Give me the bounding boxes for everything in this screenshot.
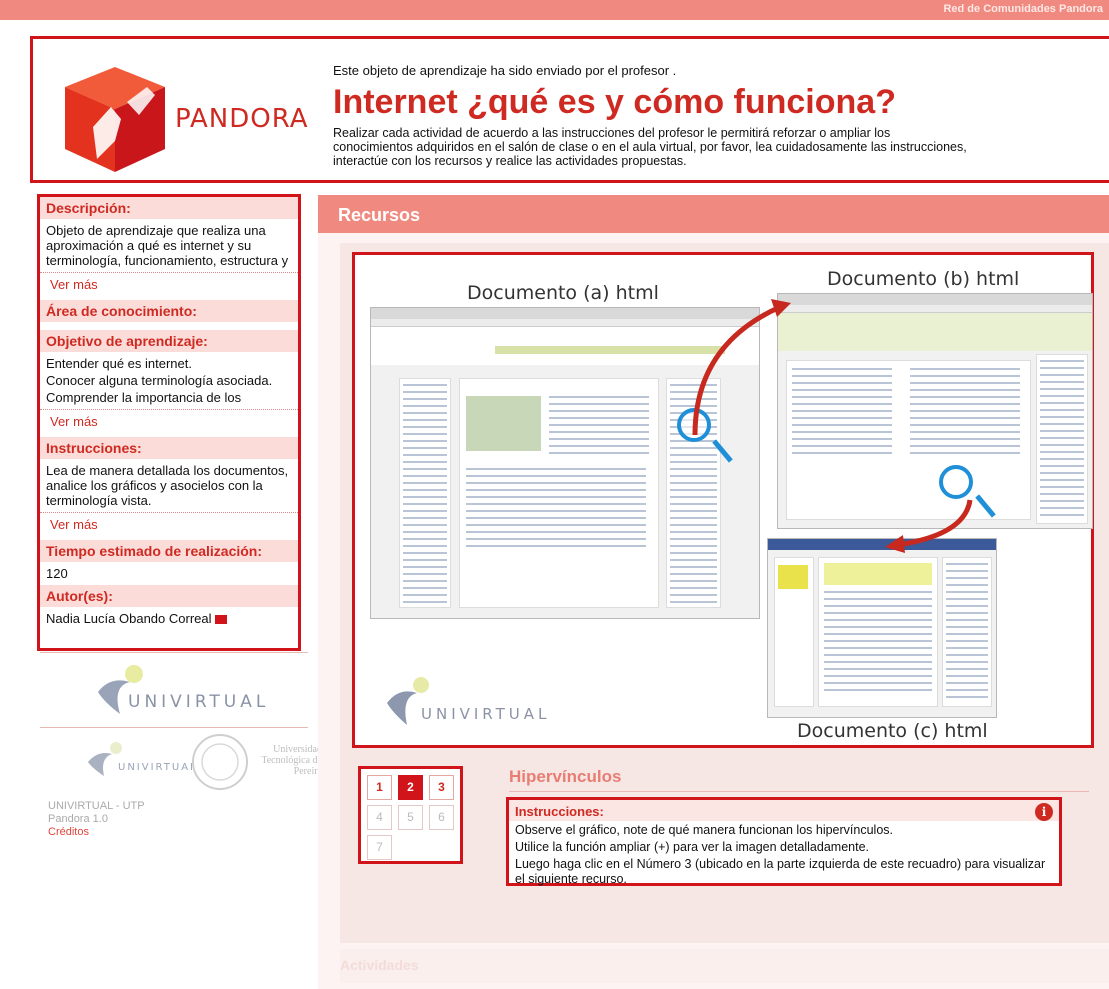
resource-pager: 1 2 3 4 5 6 7 [358,766,463,864]
page-button-2[interactable]: 2 [398,775,423,800]
hipervinculos-title: Hipervínculos [509,767,622,786]
descripcion-text: Objeto de aprendizaje que realiza una ap… [46,223,289,268]
page-button-1[interactable]: 1 [367,775,392,800]
doc-b-screenshot [777,293,1093,529]
top-bar: Red de Comunidades Pandora [0,0,1109,20]
autor-heading: Autor(es): [40,585,298,607]
header: PANDORA Este objeto de aprendizaje ha si… [30,36,1109,183]
instructions-heading: Instrucciones: [509,800,1059,821]
page-title: Internet ¿qué es y cómo funciona? [333,83,896,121]
doc-c-label: Documento (c) html [797,720,988,742]
ver-mas-link-instrucciones[interactable]: Ver más [40,512,298,536]
footer-line-1: UNIVIRTUAL - UTP [48,800,145,812]
pandora-logo-text: PANDORA [175,104,309,134]
divider [40,727,308,728]
objetivo-text-3: Comprender la importancia de los [46,390,242,405]
ver-mas-link-objetivo[interactable]: Ver más [40,409,298,433]
svg-text:UNIVIRTUAL: UNIVIRTUAL [118,762,192,773]
magnify-icon [939,465,973,499]
left-footer: UNIVIRTUAL UNIVIRTUAL Universidad Tecnol… [30,652,322,838]
tiempo-heading: Tiempo estimado de realización: [40,540,298,562]
main-content: Recursos Documento (a) html Documento (b… [318,195,1109,989]
instructions-line-3: Luego haga clic en el Número 3 (ubicado … [515,857,1046,886]
doc-b-label: Documento (b) html [827,268,1020,290]
divider [40,652,308,653]
info-icon[interactable]: i [1035,803,1053,821]
objetivo-text-2: Conocer alguna terminología asociada. [46,373,273,388]
credits-link[interactable]: Créditos [48,826,89,838]
instructions-box: Instrucciones: i Observe el gráfico, not… [506,797,1062,886]
univirtual-wordmark-text: UNIVIRTUAL [421,705,551,723]
pandora-logo-icon [65,67,165,172]
instrucciones-heading: Instrucciones: [40,437,298,459]
recursos-title: Recursos [338,205,421,225]
sent-by-text: Este objeto de aprendizaje ha sido envia… [333,63,677,78]
autor-value: Nadia Lucía Obando Correal [46,611,212,626]
recursos-bar: Recursos [318,195,1109,233]
mail-icon[interactable] [214,615,227,625]
instrucciones-text: Lea de manera detallada los documentos, … [46,463,289,508]
page-button-6[interactable]: 6 [429,805,454,830]
page-button-7[interactable]: 7 [367,835,392,860]
doc-c-screenshot [767,538,997,718]
utp-footer: UNIVIRTUAL - UTP Pandora 1.0 Créditos [48,800,145,839]
doc-a-screenshot [370,307,760,619]
univirtual-logo-text: UNIVIRTUAL [128,692,270,712]
page-button-4[interactable]: 4 [367,805,392,830]
page-button-5[interactable]: 5 [398,805,423,830]
actividades-bar[interactable]: Actividades [340,949,1109,983]
actividades-title: Actividades [340,957,419,973]
instructions-line-1: Observe el gráfico, note de qué manera f… [515,823,894,837]
tiempo-value: 120 [46,566,68,581]
autor-row: Nadia Lucía Obando Correal [40,609,298,628]
network-link[interactable]: Red de Comunidades Pandora [943,3,1103,15]
page-button-3[interactable]: 3 [429,775,454,800]
instructions-line-2: Utilice la función ampliar (+) para ver … [515,840,869,854]
univirtual-logo-icon [98,665,143,714]
univirtual-small-logo-icon: UNIVIRTUAL [88,742,192,776]
footer-line-2: Pandora 1.0 [48,813,108,825]
descripcion-heading: Descripción: [40,197,298,219]
intro-text: Realizar cada actividad de acuerdo a las… [333,126,967,168]
doc-a-label: Documento (a) html [467,282,659,304]
divider [509,791,1089,792]
area-heading: Área de conocimiento: [40,300,298,322]
univirtual-wordmark-icon [387,677,429,725]
utp-seal-icon [192,734,248,790]
ver-mas-link-descripcion[interactable]: Ver más [40,272,298,296]
link-arrow-icon [692,299,791,436]
objetivo-text-1: Entender qué es internet. [46,356,192,371]
utp-name: Universidad Tecnológica de Pereira [261,744,322,777]
resource-image[interactable]: Documento (a) html Documento (b) html Do… [352,252,1094,748]
objetivo-heading: Objetivo de aprendizaje: [40,330,298,352]
metadata-sidebar: Descripción: Objeto de aprendizaje que r… [37,194,301,651]
link-arrow-icon [885,499,973,553]
